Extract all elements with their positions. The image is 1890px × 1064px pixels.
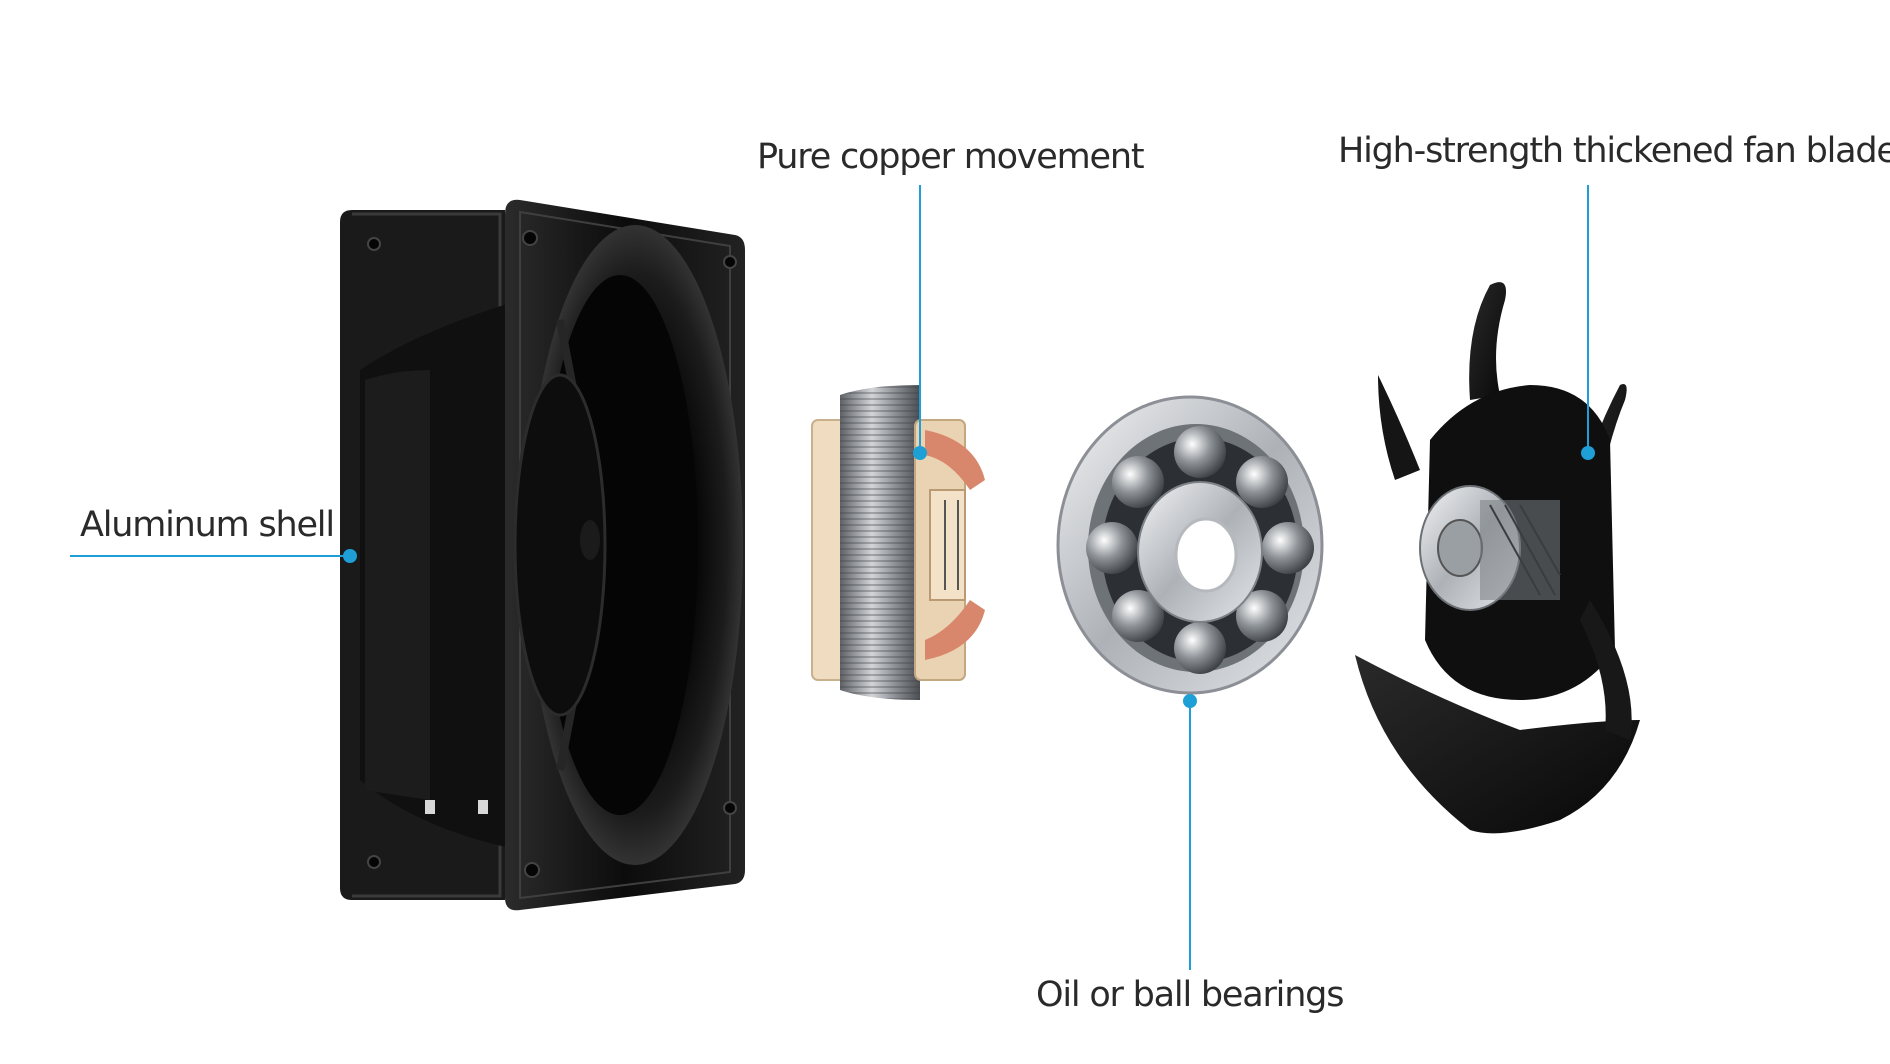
callout-dot-shell <box>343 549 357 563</box>
bearing-balls <box>1086 426 1314 674</box>
fan-frame-image <box>340 199 745 911</box>
label-oil-or-ball-bearings: Oil or ball bearings <box>1036 975 1344 1015</box>
callout-bearings <box>1183 694 1197 970</box>
callout-dot-copper <box>913 446 927 460</box>
callout-copper <box>913 185 927 460</box>
copper-movement-image <box>811 385 985 700</box>
fan-blades-image <box>1355 282 1640 834</box>
ball-bearing-image <box>1056 395 1324 695</box>
callout-dot-blades <box>1581 446 1595 460</box>
label-fan-blades: High-strength thickened fan blades <box>1338 131 1890 171</box>
label-aluminum-shell: Aluminum shell <box>80 505 335 545</box>
label-pure-copper-movement: Pure copper movement <box>757 137 1145 177</box>
callout-blades <box>1581 185 1595 460</box>
callout-shell <box>70 549 357 563</box>
callout-dot-bearings <box>1183 694 1197 708</box>
